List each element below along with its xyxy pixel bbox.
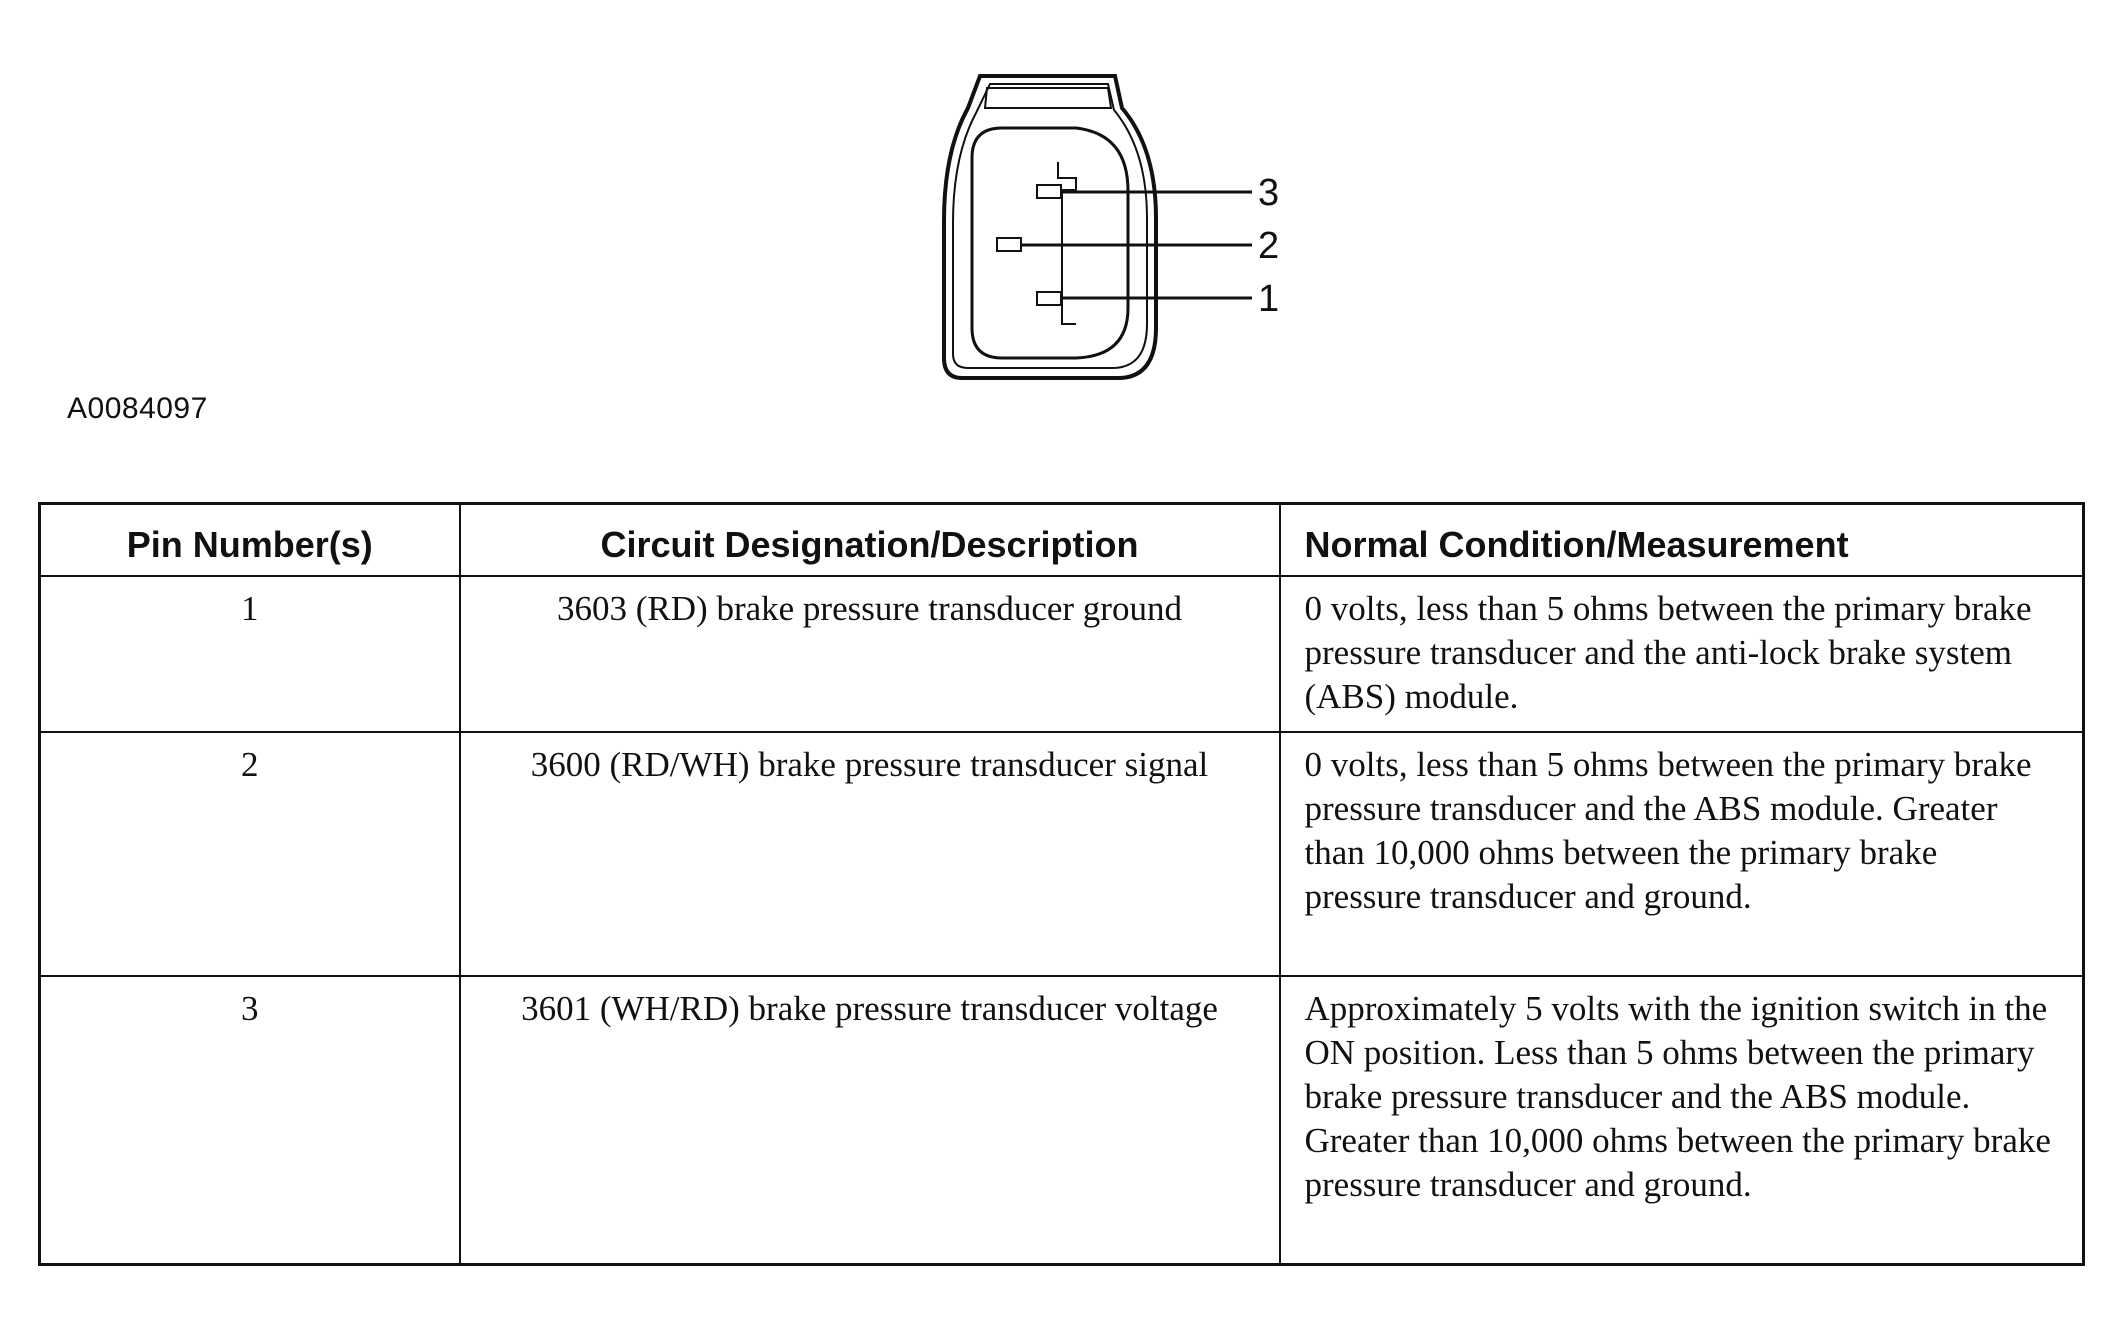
cell-normal-condition: 0 volts, less than 5 ohms between the pr…	[1278, 731, 2085, 977]
header-circuit-designation: Circuit Designation/Description	[458, 502, 1281, 577]
connector-housing-outer	[942, 74, 1158, 380]
table-row: 3 3601 (WH/RD) brake pressure transducer…	[38, 975, 2085, 1266]
cell-normal-condition: 0 volts, less than 5 ohms between the pr…	[1278, 575, 2085, 733]
pin-1-label: 1	[1258, 278, 1279, 320]
pin-1-terminal	[1036, 291, 1062, 306]
connector-diagram: 3 2 1	[942, 74, 1279, 380]
cell-pin-number: 1	[38, 575, 461, 733]
cell-normal-condition: Approximately 5 volts with the ignition …	[1278, 975, 2085, 1266]
cavity-key	[1057, 162, 1077, 325]
cell-circuit-description: 3603 (RD) brake pressure transducer grou…	[458, 575, 1281, 733]
pin-3-terminal	[1036, 184, 1062, 199]
table-row: 1 3603 (RD) brake pressure transducer gr…	[38, 575, 2085, 733]
pinout-table: Pin Number(s) Circuit Designation/Descri…	[38, 502, 2085, 1266]
table-row: 2 3600 (RD/WH) brake pressure transducer…	[38, 731, 2085, 977]
pin-2-label: 2	[1258, 225, 1279, 267]
header-pin-number: Pin Number(s)	[38, 502, 461, 577]
cell-pin-number: 3	[38, 975, 461, 1266]
pin-2-terminal	[996, 237, 1022, 252]
pin-3-label: 3	[1258, 172, 1279, 214]
pin-cavity	[970, 126, 1130, 360]
connector-latch	[983, 87, 1113, 109]
cell-circuit-description: 3601 (WH/RD) brake pressure transducer v…	[458, 975, 1281, 1266]
figure-id: A0084097	[67, 392, 208, 425]
header-normal-condition: Normal Condition/Measurement	[1278, 502, 2085, 577]
cell-circuit-description: 3600 (RD/WH) brake pressure transducer s…	[458, 731, 1281, 977]
table-header-row: Pin Number(s) Circuit Designation/Descri…	[38, 502, 2085, 577]
cell-pin-number: 2	[38, 731, 461, 977]
connector-housing-inner	[952, 83, 1148, 369]
